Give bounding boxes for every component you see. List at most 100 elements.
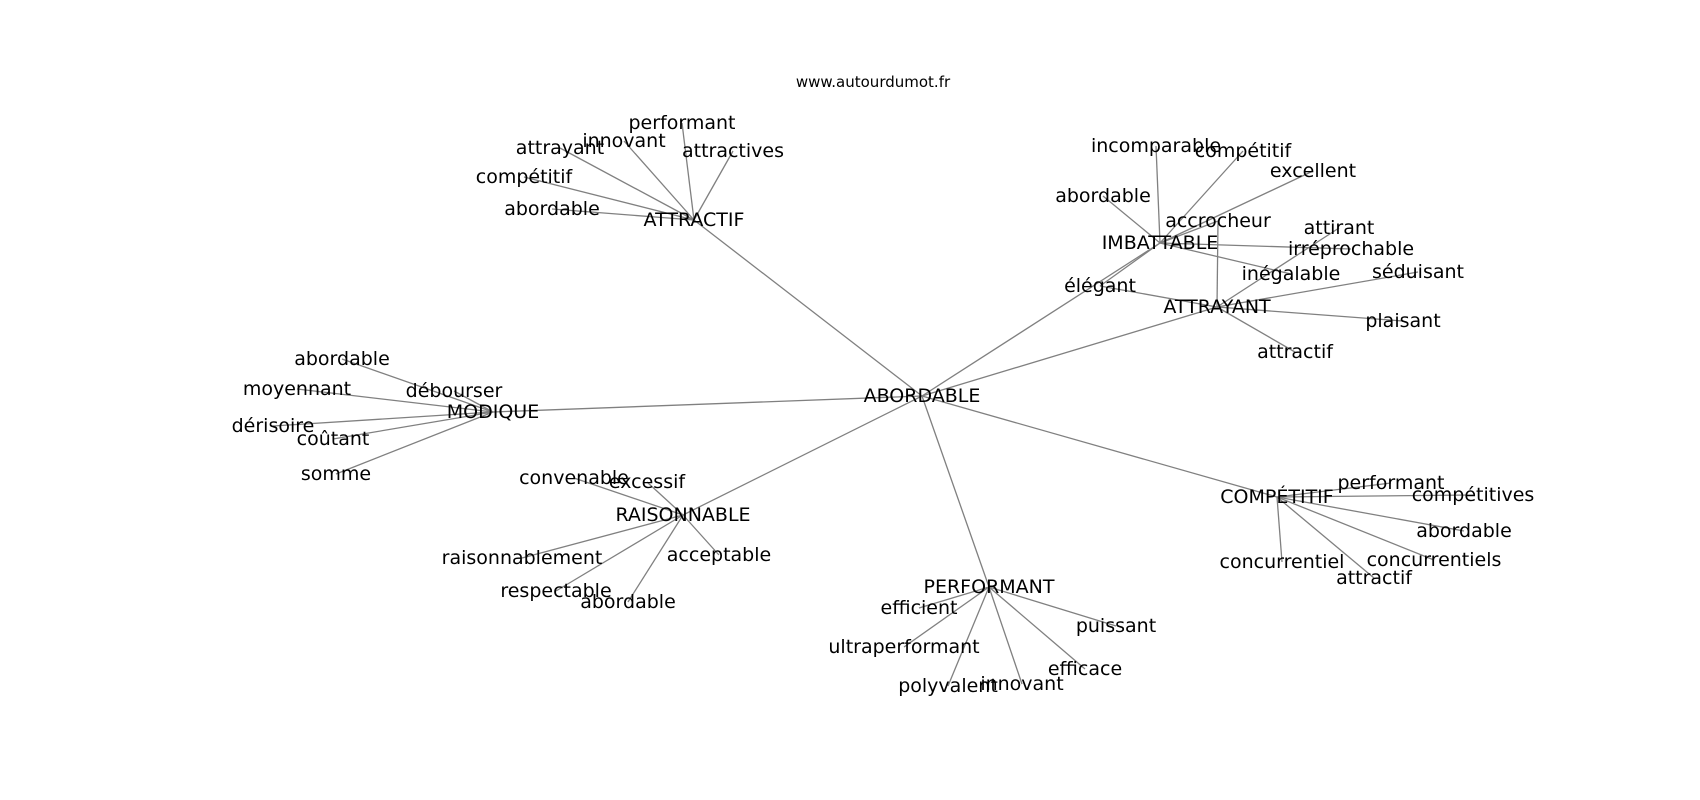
- leaf-node-performant[interactable]: performant: [1338, 472, 1445, 494]
- edge-raisonnable-excessif: [646, 481, 684, 516]
- leaf-node-coutant[interactable]: coûtant: [297, 428, 370, 450]
- hub-node-attractif[interactable]: ATTRACTIF: [644, 209, 745, 231]
- graph-edges: [272, 122, 1474, 687]
- leaf-node-abordable[interactable]: abordable: [580, 591, 676, 613]
- graph-nodes: ABORDABLEATTRACTIFperformantinnovantattr…: [232, 112, 1535, 697]
- leaf-node-attractives[interactable]: attractives: [682, 140, 784, 162]
- edge-imbattable-elegant: [1099, 242, 1161, 287]
- edge-raisonnable-acceptable: [682, 514, 720, 556]
- leaf-node-incomparable[interactable]: incomparable: [1091, 135, 1221, 157]
- edge-modique-abordable: [341, 358, 494, 413]
- leaf-node-puissant[interactable]: puissant: [1076, 615, 1156, 637]
- leaf-node-ultraperformant[interactable]: ultraperformant: [828, 636, 979, 658]
- edge-competitif-attractif: [1276, 496, 1375, 579]
- leaf-node-concurrentiels[interactable]: concurrentiels: [1367, 549, 1502, 571]
- leaf-node-excessif[interactable]: excessif: [609, 471, 686, 493]
- hub-node-imbattable[interactable]: IMBATTABLE: [1102, 232, 1219, 254]
- edge-modique-coutant: [332, 411, 494, 440]
- leaf-node-performant[interactable]: performant: [629, 112, 736, 134]
- edge-attrayant-attirant: [1216, 227, 1340, 308]
- edge-attrayant-seduisant: [1216, 271, 1419, 308]
- edge-raisonnable-convenable: [573, 477, 684, 516]
- edge-imbattable-competitif: [1159, 150, 1244, 244]
- leaf-node-competitives[interactable]: compétitives: [1412, 484, 1535, 506]
- leaf-node-innovant[interactable]: innovant: [582, 130, 665, 152]
- edge-attractif-innovant: [623, 140, 695, 221]
- edge-imbattable-accrocheur: [1159, 220, 1219, 244]
- edge-modique-moyennant: [296, 388, 494, 413]
- leaf-node-competitif[interactable]: compétitif: [476, 166, 574, 188]
- leaf-node-acceptable[interactable]: acceptable: [667, 544, 771, 566]
- leaf-node-respectable[interactable]: respectable: [500, 580, 611, 602]
- hub-node-competitif[interactable]: COMPÉTITIF: [1220, 485, 1333, 508]
- leaf-node-convenable[interactable]: convenable: [519, 467, 629, 489]
- leaf-node-innovant[interactable]: innovant: [980, 673, 1063, 695]
- leaf-node-attirant[interactable]: attirant: [1304, 217, 1375, 239]
- leaf-node-inegalable[interactable]: inégalable: [1242, 263, 1341, 285]
- edge-imbattable-excellent: [1159, 170, 1314, 244]
- edge-attrayant-elegant: [1099, 285, 1218, 308]
- edge-attrayant-plaisant: [1216, 306, 1404, 322]
- leaf-node-accrocheur[interactable]: accrocheur: [1165, 210, 1271, 232]
- edge-attractif-performant: [681, 122, 695, 221]
- edge-center-attrayant: [921, 306, 1218, 397]
- edge-attrayant-attractif: [1216, 306, 1296, 353]
- leaf-node-competitif[interactable]: compétitif: [1195, 140, 1293, 162]
- edge-center-competitif: [921, 395, 1278, 498]
- leaf-node-moyennant[interactable]: moyennant: [243, 378, 351, 400]
- leaf-node-abordable[interactable]: abordable: [504, 198, 600, 220]
- edge-attractif-competitif: [523, 176, 695, 221]
- leaf-node-irreprochable[interactable]: irréprochable: [1288, 238, 1414, 260]
- leaf-node-attractif[interactable]: attractif: [1257, 341, 1334, 363]
- leaf-node-polyvalent[interactable]: polyvalent: [898, 675, 998, 697]
- edge-competitif-competitives: [1276, 494, 1474, 498]
- edge-performant-puissant: [988, 586, 1117, 627]
- leaf-node-somme[interactable]: somme: [301, 463, 371, 485]
- leaf-node-raisonnablement[interactable]: raisonnablement: [442, 547, 603, 569]
- edge-imbattable-inegalable: [1159, 242, 1292, 275]
- leaf-node-elegant[interactable]: élégant: [1064, 275, 1136, 297]
- edge-raisonnable-abordable: [627, 514, 684, 603]
- edge-performant-polyvalent: [947, 586, 990, 687]
- edge-attractif-attractives: [693, 150, 734, 221]
- edge-center-raisonnable: [682, 395, 923, 516]
- edge-competitif-abordable: [1276, 496, 1465, 532]
- hub-node-attrayant[interactable]: ATTRAYANT: [1163, 296, 1271, 318]
- leaf-node-derisoire[interactable]: dérisoire: [232, 415, 315, 437]
- leaf-node-abordable[interactable]: abordable: [294, 348, 390, 370]
- edge-imbattable-incomparable: [1155, 145, 1161, 244]
- leaf-node-excellent[interactable]: excellent: [1270, 160, 1356, 182]
- leaf-node-efficace[interactable]: efficace: [1048, 658, 1122, 680]
- leaf-node-debourser[interactable]: débourser: [406, 380, 503, 402]
- edge-attractif-abordable: [551, 208, 695, 221]
- edge-performant-efficient: [918, 586, 990, 609]
- edge-modique-somme: [335, 411, 494, 475]
- leaf-node-concurrentiel[interactable]: concurrentiel: [1220, 551, 1345, 573]
- leaf-node-attractif[interactable]: attractif: [1336, 567, 1413, 589]
- edge-center-imbattable: [921, 242, 1161, 397]
- leaf-node-attrayant[interactable]: attrayant: [516, 137, 604, 159]
- edge-imbattable-abordable: [1102, 195, 1161, 244]
- edge-competitif-performant: [1276, 482, 1392, 498]
- leaf-node-seduisant[interactable]: séduisant: [1372, 261, 1464, 283]
- edge-attrayant-accrocheur: [1216, 220, 1219, 308]
- hub-node-modique[interactable]: MODIQUE: [447, 401, 539, 423]
- edge-attractif-attrayant: [559, 147, 695, 221]
- edge-performant-efficace: [988, 586, 1086, 670]
- hub-node-raisonnable[interactable]: RAISONNABLE: [615, 504, 750, 526]
- edge-performant-ultraperformant: [903, 586, 990, 648]
- site-url-label: www.autourdumot.fr: [796, 73, 951, 91]
- leaf-node-plaisant[interactable]: plaisant: [1365, 310, 1440, 332]
- center-node-abordable[interactable]: ABORDABLE: [864, 385, 981, 407]
- edge-modique-debourser: [453, 390, 494, 413]
- leaf-node-abordable[interactable]: abordable: [1055, 185, 1151, 207]
- edge-center-modique: [492, 395, 923, 413]
- hub-node-performant[interactable]: PERFORMANT: [924, 576, 1055, 598]
- edge-raisonnable-respectable: [555, 514, 684, 592]
- edge-raisonnable-raisonnablement: [521, 514, 684, 559]
- leaf-node-efficient[interactable]: efficient: [881, 597, 958, 619]
- leaf-node-abordable[interactable]: abordable: [1416, 520, 1512, 542]
- edge-imbattable-irreprochable: [1159, 242, 1352, 250]
- edge-competitif-concurrentiel: [1276, 496, 1283, 563]
